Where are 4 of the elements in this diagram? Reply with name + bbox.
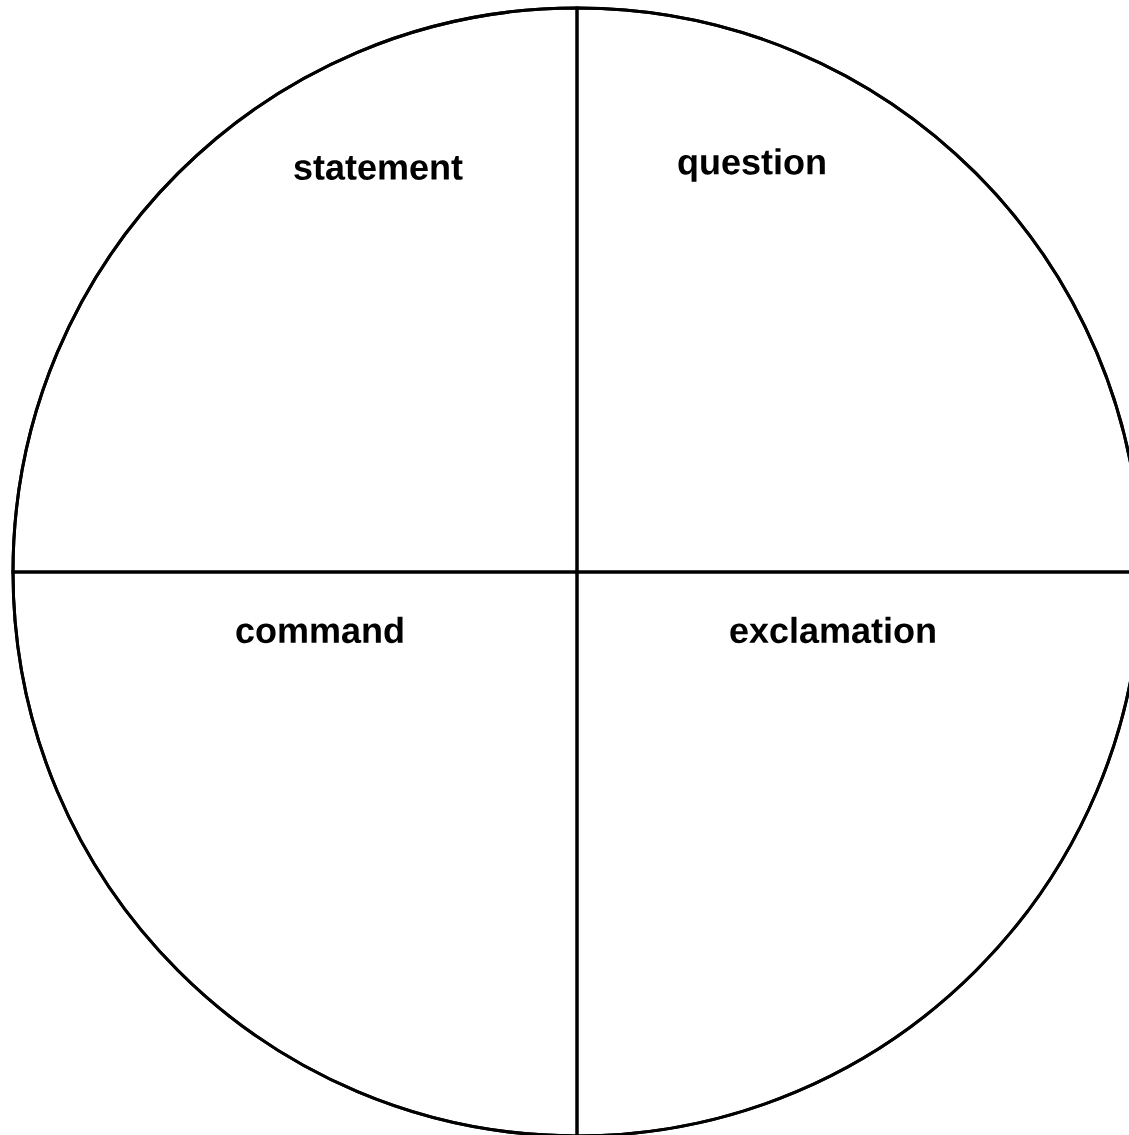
quadrant: command <box>11 570 579 1135</box>
quadrant: question <box>575 6 1129 574</box>
quadrant: exclamation <box>575 570 1129 1135</box>
quadrant: statement <box>11 6 579 574</box>
